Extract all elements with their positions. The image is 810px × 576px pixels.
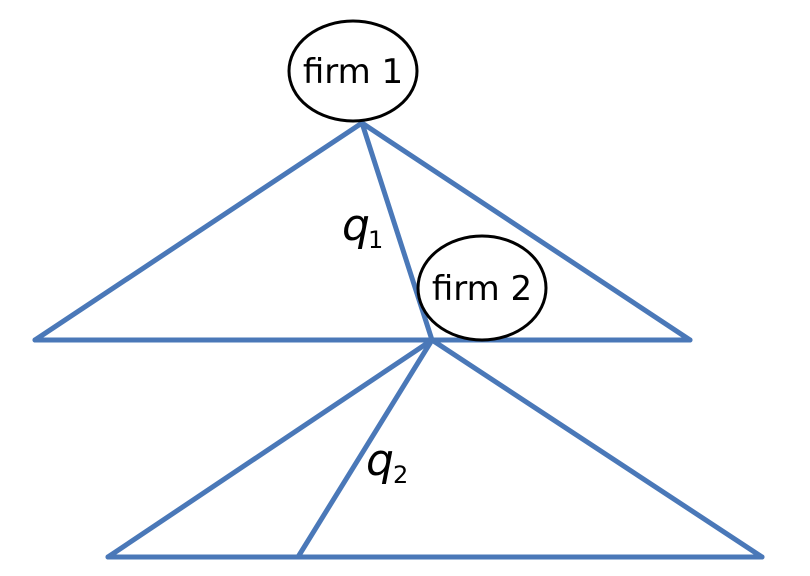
firm1-left-branch: [32, 120, 365, 343]
q1-label: q 1: [342, 200, 383, 254]
firm2-left-branch: [105, 337, 435, 560]
firm1-node-label: firm 1: [303, 52, 403, 92]
q2-label: q 2: [366, 435, 408, 489]
q1-subscript: 1: [368, 226, 383, 254]
firm2-right-branch: [429, 337, 765, 560]
firm2-node-ellipse: [416, 234, 548, 342]
q2-chosen-branch: [295, 337, 435, 560]
firm1-node-ellipse: [287, 19, 419, 123]
q2-symbol: q: [366, 435, 394, 486]
firm1-node: firm 1: [287, 19, 419, 123]
firm1-right-branch: [359, 120, 693, 343]
q1-symbol: q: [342, 200, 370, 251]
q2-subscript: 2: [393, 461, 408, 489]
firm2-node-label: firm 2: [432, 269, 532, 309]
firm2-node: firm 2: [416, 234, 548, 342]
